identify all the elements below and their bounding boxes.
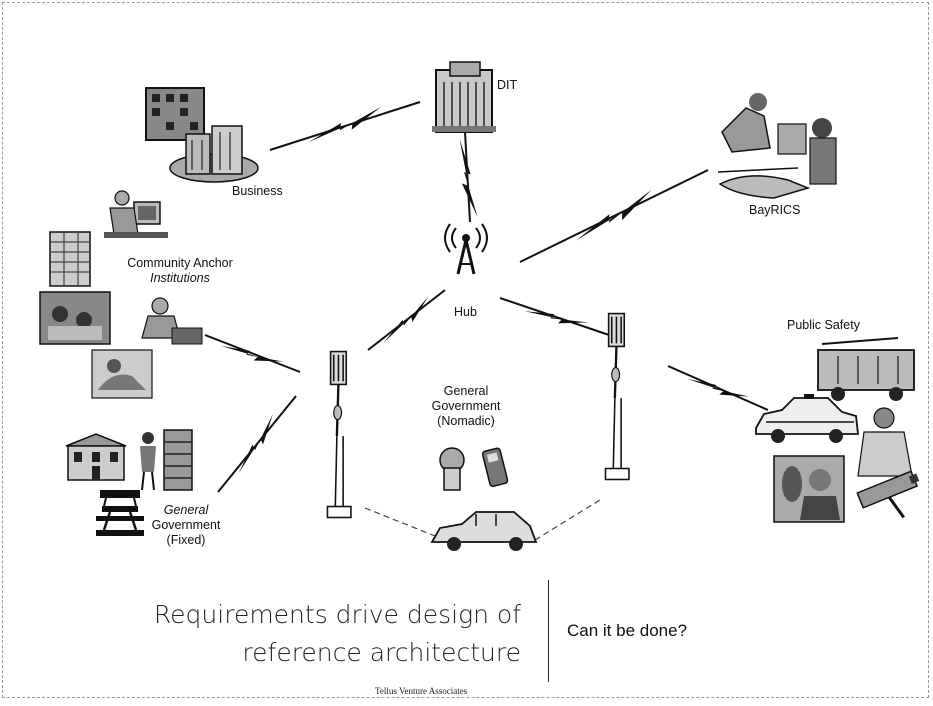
public-safety-label: Public Safety [787, 318, 860, 332]
picnic-table-icon [96, 506, 144, 536]
security-camera-icon [856, 470, 920, 519]
general-government-fixed-label: General Government (Fixed) [140, 503, 232, 548]
link-fixed-left-tower [217, 395, 297, 493]
link-business-dit [269, 101, 421, 151]
fixed-line3: (Fixed) [166, 533, 206, 547]
phone-icon [481, 447, 509, 488]
cabinet-icon [163, 429, 193, 491]
link-car-right-tower [534, 499, 601, 541]
slide-frame [2, 2, 929, 698]
classroom-icon [39, 291, 111, 345]
person-icon [140, 432, 156, 491]
laptop-user-icon [141, 297, 203, 345]
fire-truck-icon [817, 337, 915, 401]
cell-tower-icon [325, 350, 353, 519]
credit-footer: Tellus Venture Associates [375, 686, 468, 696]
link-hub-left-tower [367, 289, 446, 351]
caption-divider [548, 580, 549, 682]
cell-tower-icon [603, 312, 631, 481]
business-building-icon [145, 87, 259, 183]
lightning-link-icon [220, 337, 284, 372]
caption-line2: reference architecture [242, 638, 521, 667]
nomadic-line2: Government [431, 399, 501, 413]
business-label: Business [232, 184, 283, 198]
bench-icon [100, 490, 140, 507]
slide-caption: Requirements drive design of reference a… [154, 596, 521, 672]
office-building-icon [432, 61, 496, 133]
fixed-line2: Government [151, 518, 221, 532]
bayrics-label: BayRICS [749, 203, 801, 217]
firefighter-icon [857, 407, 913, 477]
dit-label: DIT [497, 78, 518, 92]
caption-question: Can it be done? [567, 621, 688, 640]
caption-line1: Requirements drive design of [153, 600, 521, 629]
school-building-icon [65, 433, 127, 481]
handheld-radio-icon [439, 447, 465, 491]
nomadic-line3: (Nomadic) [437, 414, 495, 428]
community-anchor-line2: Institutions [150, 271, 210, 285]
police-car-icon [755, 394, 860, 443]
reading-person-icon [91, 349, 153, 399]
phone-booth-icon [49, 231, 91, 287]
helicopter-icon [717, 93, 837, 199]
dispatcher-icon [773, 455, 845, 523]
link-dit-hub [464, 131, 471, 223]
link-left-tower-car [364, 507, 441, 539]
community-anchor-line1: Community Anchor [127, 256, 233, 270]
computer-user-icon [104, 190, 168, 238]
link-hub-bayrics [519, 169, 709, 263]
car-icon [430, 511, 538, 551]
hub-label: Hub [454, 305, 477, 319]
links [204, 101, 769, 541]
community-anchor-label: Community Anchor Institutions [118, 256, 242, 286]
general-government-nomadic-label: General Government (Nomadic) [420, 384, 512, 429]
link-community-left-tower [204, 334, 301, 373]
link-hub-right-tower [499, 297, 613, 337]
radio-antenna-icon [444, 223, 488, 275]
fixed-line1: General [163, 503, 209, 517]
link-right-tower-public-safety [667, 365, 769, 411]
nomadic-line1: General [443, 384, 489, 398]
